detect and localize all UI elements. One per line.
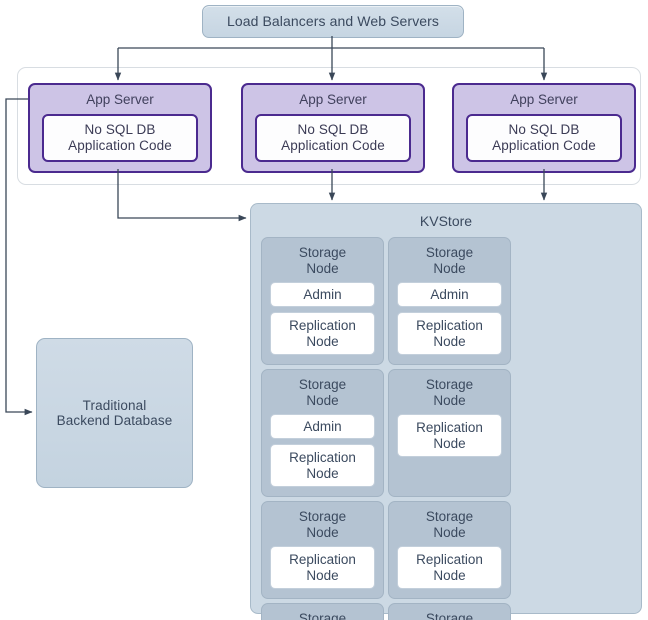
app-server-3-code-label: No SQL DB Application Code bbox=[492, 122, 596, 153]
storage-node-8-title: Storage Node bbox=[425, 611, 474, 620]
storage-node-6-title: Storage Node bbox=[425, 509, 474, 540]
storage-node-1-title: Storage Node bbox=[298, 245, 347, 276]
storage-node-5-title: Storage Node bbox=[298, 509, 347, 540]
storage-node-1-replication-node[interactable]: Replication Node bbox=[270, 312, 375, 355]
storage-node-6-replication-node[interactable]: Replication Node bbox=[397, 546, 502, 589]
app-server-3-title: App Server bbox=[510, 92, 578, 107]
load-balancer-label: Load Balancers and Web Servers bbox=[226, 12, 440, 29]
storage-node-7-title: Storage Node bbox=[298, 611, 347, 620]
app-server-3[interactable]: App Server No SQL DB Application Code bbox=[452, 83, 636, 173]
app-server-1-code-label: No SQL DB Application Code bbox=[68, 122, 172, 153]
traditional-backend-database-label: Traditional Backend Database bbox=[56, 397, 173, 429]
load-balancer-box[interactable]: Load Balancers and Web Servers bbox=[202, 5, 464, 38]
storage-node-3-title: Storage Node bbox=[298, 377, 347, 408]
app-server-1-code-box[interactable]: No SQL DB Application Code bbox=[42, 114, 198, 162]
storage-node-1-admin[interactable]: Admin bbox=[270, 282, 375, 307]
kvstore-title: KVStore bbox=[419, 213, 473, 229]
app-server-1[interactable]: App Server No SQL DB Application Code bbox=[28, 83, 212, 173]
storage-node-3-replication-node[interactable]: Replication Node bbox=[270, 444, 375, 487]
storage-node-3-admin[interactable]: Admin bbox=[270, 414, 375, 439]
traditional-backend-database[interactable]: Traditional Backend Database bbox=[36, 338, 193, 488]
storage-node-2-admin[interactable]: Admin bbox=[397, 282, 502, 307]
storage-node-4-title: Storage Node bbox=[425, 377, 474, 408]
app-server-2-code-label: No SQL DB Application Code bbox=[281, 122, 385, 153]
storage-node-5-replication-node[interactable]: Replication Node bbox=[270, 546, 375, 589]
app-server-2[interactable]: App Server No SQL DB Application Code bbox=[241, 83, 425, 173]
app-server-2-code-box[interactable]: No SQL DB Application Code bbox=[255, 114, 411, 162]
app-server-2-title: App Server bbox=[299, 92, 367, 107]
storage-node-2-replication-node[interactable]: Replication Node bbox=[397, 312, 502, 355]
app-server-1-title: App Server bbox=[86, 92, 154, 107]
storage-node-4-replication-node[interactable]: Replication Node bbox=[397, 414, 502, 457]
app-server-3-code-box[interactable]: No SQL DB Application Code bbox=[466, 114, 622, 162]
storage-node-2-title: Storage Node bbox=[425, 245, 474, 276]
